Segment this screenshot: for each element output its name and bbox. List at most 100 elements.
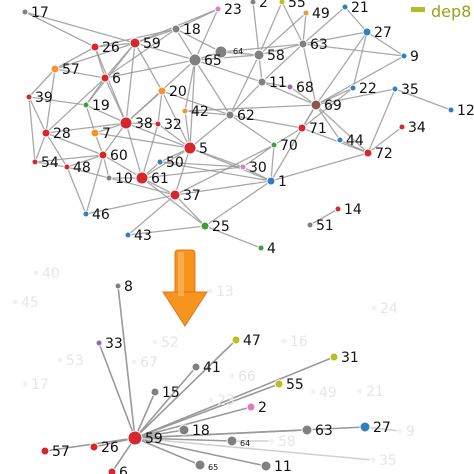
top-node-64[interactable]: 64 bbox=[214, 45, 243, 59]
top-node-72[interactable]: 72 bbox=[363, 146, 393, 162]
top-node-35[interactable]: 35 bbox=[391, 82, 419, 98]
top-node-68[interactable]: 68 bbox=[286, 80, 314, 96]
bottom-node-58[interactable]: 58 bbox=[268, 434, 296, 450]
bottom-node-31[interactable]: 31 bbox=[329, 350, 359, 366]
top-node-25[interactable]: 25 bbox=[200, 219, 230, 235]
bottom-node-52[interactable]: 52 bbox=[151, 335, 179, 351]
top-node-5[interactable]: 5 bbox=[183, 141, 208, 157]
top-node-55[interactable]: 55 bbox=[278, 0, 306, 11]
top-node-11[interactable]: 11 bbox=[257, 75, 287, 91]
top-node-2[interactable]: 2 bbox=[249, 0, 268, 11]
bottom-node-66[interactable]: 66 bbox=[228, 369, 256, 385]
bottom-node-27[interactable]: 27 bbox=[359, 420, 391, 436]
node-circle bbox=[32, 269, 40, 277]
bottom-node-2[interactable]: 2 bbox=[246, 400, 267, 416]
top-node-6[interactable]: 6 bbox=[100, 71, 121, 87]
top-node-42[interactable]: 42 bbox=[181, 104, 209, 120]
bottom-node-47[interactable]: 47 bbox=[231, 333, 261, 349]
bottom-node-26[interactable]: 26 bbox=[89, 440, 119, 456]
node-label: 63 bbox=[315, 423, 333, 439]
top-node-23[interactable]: 23 bbox=[214, 2, 242, 18]
top-node-69[interactable]: 69 bbox=[310, 98, 342, 114]
top-node-30[interactable]: 30 bbox=[239, 160, 267, 176]
top-node-70[interactable]: 70 bbox=[270, 138, 298, 154]
top-node-43[interactable]: 43 bbox=[124, 228, 152, 244]
bottom-node-53[interactable]: 53 bbox=[56, 353, 84, 369]
top-node-71[interactable]: 71 bbox=[297, 121, 327, 137]
node-circle bbox=[391, 85, 399, 93]
bottom-node-67[interactable]: 67 bbox=[130, 355, 158, 371]
top-node-62[interactable]: 62 bbox=[225, 108, 255, 124]
top-node-59[interactable]: 59 bbox=[129, 36, 161, 52]
top-node-10[interactable]: 10 bbox=[105, 171, 133, 187]
top-node-28[interactable]: 28 bbox=[41, 126, 71, 142]
top-node-61[interactable]: 61 bbox=[135, 171, 169, 187]
bottom-node-21[interactable]: 21 bbox=[356, 384, 384, 400]
top-node-21[interactable]: 21 bbox=[341, 0, 369, 16]
top-node-7[interactable]: 7 bbox=[90, 126, 111, 142]
top-node-17[interactable]: 17 bbox=[21, 5, 49, 21]
bottom-node-17[interactable]: 17 bbox=[21, 377, 49, 393]
top-node-65[interactable]: 65 bbox=[188, 53, 222, 69]
bottom-node-18[interactable]: 18 bbox=[178, 423, 210, 439]
bottom-node-23[interactable]: 23 bbox=[207, 393, 235, 409]
top-node-19[interactable]: 19 bbox=[82, 98, 110, 114]
bottom-node-64[interactable]: 64 bbox=[226, 435, 250, 448]
top-node-9[interactable]: 9 bbox=[400, 49, 419, 65]
bottom-node-13[interactable]: 13 bbox=[206, 284, 234, 300]
node-label: 50 bbox=[166, 155, 184, 171]
bottom-node-11[interactable]: 11 bbox=[260, 459, 292, 474]
top-node-60[interactable]: 60 bbox=[98, 148, 128, 164]
top-node-20[interactable]: 20 bbox=[157, 84, 187, 100]
top-node-39[interactable]: 39 bbox=[25, 90, 53, 106]
bottom-node-15[interactable]: 15 bbox=[150, 385, 180, 401]
bottom-node-33[interactable]: 33 bbox=[95, 336, 123, 352]
top-node-26[interactable]: 26 bbox=[90, 40, 120, 56]
top-node-38[interactable]: 38 bbox=[119, 116, 153, 132]
bottom-node-35[interactable]: 35 bbox=[369, 453, 397, 469]
bottom-node-45[interactable]: 45 bbox=[11, 295, 39, 311]
node-label: 61 bbox=[151, 171, 169, 187]
node-circle bbox=[369, 456, 377, 464]
top-node-14[interactable]: 14 bbox=[334, 202, 362, 218]
top-node-37[interactable]: 37 bbox=[169, 188, 201, 204]
top-node-57[interactable]: 57 bbox=[50, 62, 80, 78]
bottom-node-49[interactable]: 49 bbox=[309, 385, 337, 401]
top-node-50[interactable]: 50 bbox=[156, 155, 184, 171]
top-node-48[interactable]: 48 bbox=[63, 160, 91, 176]
bottom-node-65[interactable]: 65 bbox=[194, 459, 218, 472]
top-node-32[interactable]: 32 bbox=[154, 117, 182, 133]
top-node-22[interactable]: 22 bbox=[349, 81, 377, 97]
bottom-node-8[interactable]: 8 bbox=[114, 279, 133, 295]
node-label: 9 bbox=[410, 49, 419, 65]
top-node-58[interactable]: 58 bbox=[253, 48, 285, 64]
top-node-12[interactable]: 12 bbox=[447, 103, 474, 119]
top-node-49[interactable]: 49 bbox=[302, 6, 330, 22]
bottom-node-55[interactable]: 55 bbox=[274, 377, 304, 393]
top-node-27[interactable]: 27 bbox=[362, 25, 392, 41]
bottom-node-57[interactable]: 57 bbox=[40, 444, 70, 460]
top-node-51[interactable]: 51 bbox=[306, 218, 334, 234]
bottom-node-40[interactable]: 40 bbox=[32, 266, 60, 282]
top-node-54[interactable]: 54 bbox=[31, 155, 59, 171]
top-node-63[interactable]: 63 bbox=[298, 37, 328, 53]
edge-18-6 bbox=[104, 28, 177, 79]
bottom-node-6[interactable]: 6 bbox=[107, 465, 128, 474]
node-circle bbox=[183, 141, 197, 155]
bottom-node-9[interactable]: 9 bbox=[396, 424, 415, 440]
edge-22-69 bbox=[315, 87, 354, 106]
top-node-44[interactable]: 44 bbox=[336, 133, 364, 149]
node-label: 41 bbox=[203, 360, 221, 376]
top-node-46[interactable]: 46 bbox=[82, 207, 110, 223]
node-circle bbox=[268, 437, 276, 445]
top-node-4[interactable]: 4 bbox=[257, 241, 276, 257]
bottom-node-16[interactable]: 16 bbox=[280, 334, 308, 350]
bottom-node-24[interactable]: 24 bbox=[370, 301, 398, 317]
node-circle bbox=[362, 27, 372, 37]
top-node-18[interactable]: 18 bbox=[171, 22, 201, 38]
bottom-node-63[interactable]: 63 bbox=[301, 423, 333, 439]
bottom-node-41[interactable]: 41 bbox=[191, 360, 221, 376]
top-node-34[interactable]: 34 bbox=[398, 120, 426, 136]
bottom-node-59[interactable]: 59 bbox=[127, 430, 163, 447]
top-node-1[interactable]: 1 bbox=[266, 174, 287, 190]
